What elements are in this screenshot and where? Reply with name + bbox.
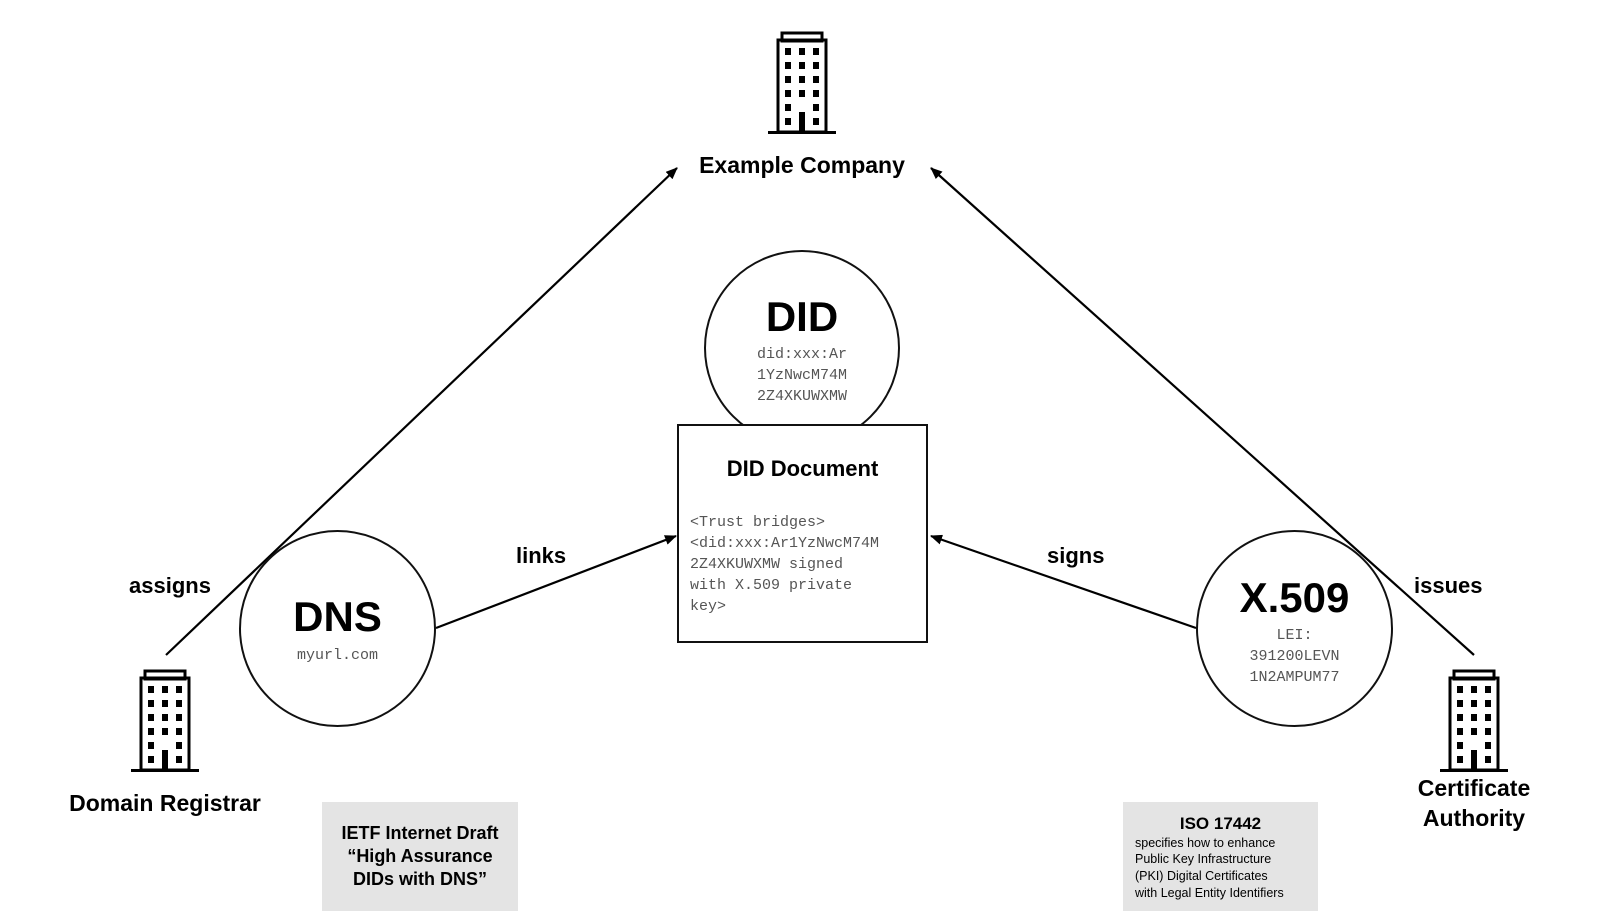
iso-note-line: specifies how to enhance <box>1135 836 1276 850</box>
did-document-box <box>677 424 928 643</box>
assigns-arrow <box>165 167 678 656</box>
did-id-line: 1YzNwcM74M <box>756 367 847 384</box>
x509-circle <box>1196 530 1393 727</box>
domain-registrar-label: Domain Registrar <box>69 790 261 816</box>
did-document-title: DID Document <box>726 456 879 481</box>
did-title: DID <box>765 293 839 340</box>
building-icon <box>768 31 836 134</box>
ietf-note <box>322 802 518 911</box>
did-document-line: key> <box>690 598 727 615</box>
issues-arrow <box>930 167 1475 656</box>
iso-note-title: ISO 17442 <box>1179 814 1262 833</box>
assigns-label: assigns <box>129 573 211 598</box>
iso-note-line: with Legal Entity Identifiers <box>1135 886 1284 900</box>
iso-note <box>1123 802 1318 911</box>
x509-value-line: 391200LEVN <box>1249 648 1340 665</box>
dns-title: DNS <box>293 593 382 640</box>
did-document-line: <did:xxx:Ar1YzNwcM74M <box>690 535 880 552</box>
did-id-line: 2Z4XKUWXMW <box>756 388 847 405</box>
links-label: links <box>516 543 567 568</box>
example-company-label: Example Company <box>699 152 905 178</box>
dns-value: myurl.com <box>296 647 378 664</box>
building-icon <box>131 669 199 772</box>
did-document-line: <Trust bridges> <box>690 514 826 531</box>
signs-label: signs <box>1047 543 1105 568</box>
links-arrow <box>435 534 677 630</box>
ietf-note-line: DIDs with DNS” <box>352 869 487 889</box>
iso-note-line: Public Key Infrastructure <box>1135 852 1272 866</box>
building-icon <box>1440 669 1508 772</box>
issues-label: issues <box>1414 573 1483 598</box>
certificate-authority-label-line2: Authority <box>1422 805 1526 831</box>
did-document-line: 2Z4XKUWXMW signed <box>690 556 844 573</box>
did-document-line: with X.509 private <box>690 577 853 594</box>
ietf-note-line: IETF Internet Draft <box>341 823 499 843</box>
dns-circle <box>239 530 436 727</box>
did-id-line: did:xxx:Ar <box>756 346 847 363</box>
did-circle <box>704 250 900 446</box>
x509-value-line: LEI: <box>1276 627 1313 644</box>
signs-arrow <box>930 534 1197 630</box>
ietf-note-line: “High Assurance <box>347 846 493 866</box>
x509-title: X.509 <box>1239 574 1350 621</box>
iso-note-line: (PKI) Digital Certificates <box>1135 869 1268 883</box>
x509-value-line: 1N2AMPUM77 <box>1249 669 1340 686</box>
certificate-authority-label-line1: Certificate <box>1417 775 1531 801</box>
